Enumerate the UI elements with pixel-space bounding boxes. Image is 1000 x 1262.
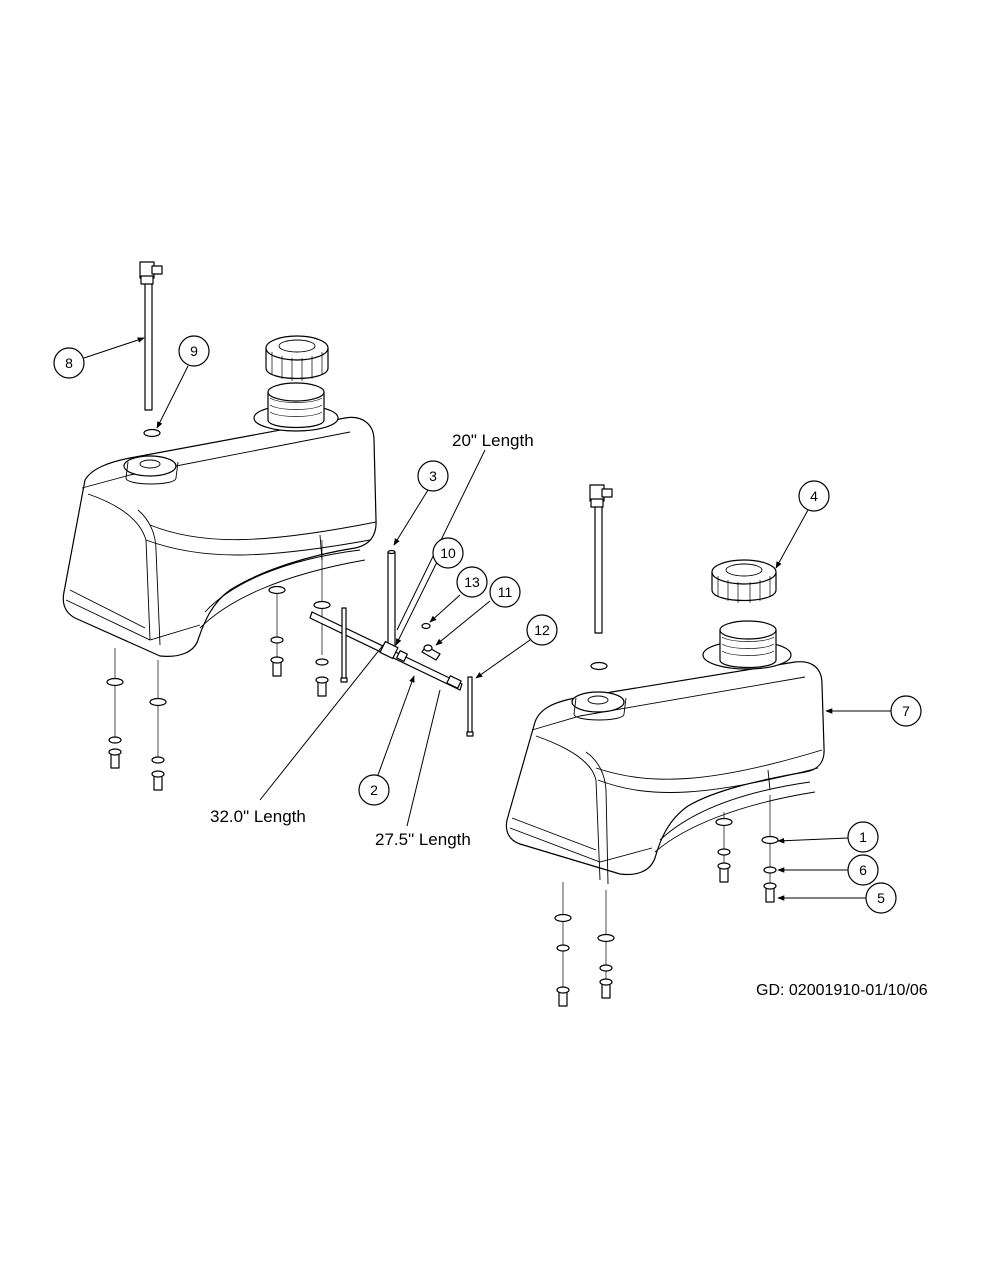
callout-13-label: 13 xyxy=(464,574,480,590)
left-vent-assembly xyxy=(139,261,163,438)
callout-9 xyxy=(178,335,210,367)
left-tank-hardware xyxy=(106,540,331,791)
callout-7-label: 7 xyxy=(902,703,910,719)
callout-10-label: 10 xyxy=(440,545,456,561)
hose-32-length-label: 32.0" Length xyxy=(210,807,306,826)
callout-3 xyxy=(417,460,449,492)
callout-4-label: 4 xyxy=(810,488,818,504)
callout-3-label: 3 xyxy=(429,468,437,484)
callout-11-label: 11 xyxy=(498,584,513,600)
callout-5-label: 5 xyxy=(877,890,885,906)
hose-20-length-label: 20" Length xyxy=(452,431,534,450)
callout-6-label: 6 xyxy=(859,862,867,878)
callouts: 8 9 3 10 13 11 12 2 4 7 1 6 xyxy=(53,335,922,914)
callout-9-label: 9 xyxy=(190,343,198,359)
callout-13 xyxy=(456,566,488,598)
drawing-reference: GD: 02001910-01/10/06 xyxy=(756,982,928,999)
callout-4 xyxy=(798,480,830,512)
right-vent-assembly xyxy=(589,484,613,671)
callout-1-label: 1 xyxy=(859,829,867,845)
left-fuel-tank xyxy=(62,382,377,657)
right-tank-hardware xyxy=(554,795,779,1007)
callout-12-label: 12 xyxy=(534,622,550,638)
callout-2-label: 2 xyxy=(370,782,378,798)
callout-6 xyxy=(847,854,879,886)
callout-12 xyxy=(526,614,558,646)
fuel-line-assembly xyxy=(309,549,474,737)
callout-11 xyxy=(489,576,521,608)
callout-1 xyxy=(847,821,879,853)
hose-27-5-length-label: 27.5" Length xyxy=(375,830,471,849)
callout-5 xyxy=(865,882,897,914)
callout-8 xyxy=(53,347,85,379)
right-fuel-cap xyxy=(711,559,777,603)
left-fuel-cap xyxy=(265,335,329,381)
callout-10 xyxy=(432,537,464,569)
right-fuel-tank xyxy=(505,620,825,885)
callout-7 xyxy=(890,695,922,727)
callout-2 xyxy=(358,774,390,806)
callout-8-label: 8 xyxy=(65,355,73,371)
